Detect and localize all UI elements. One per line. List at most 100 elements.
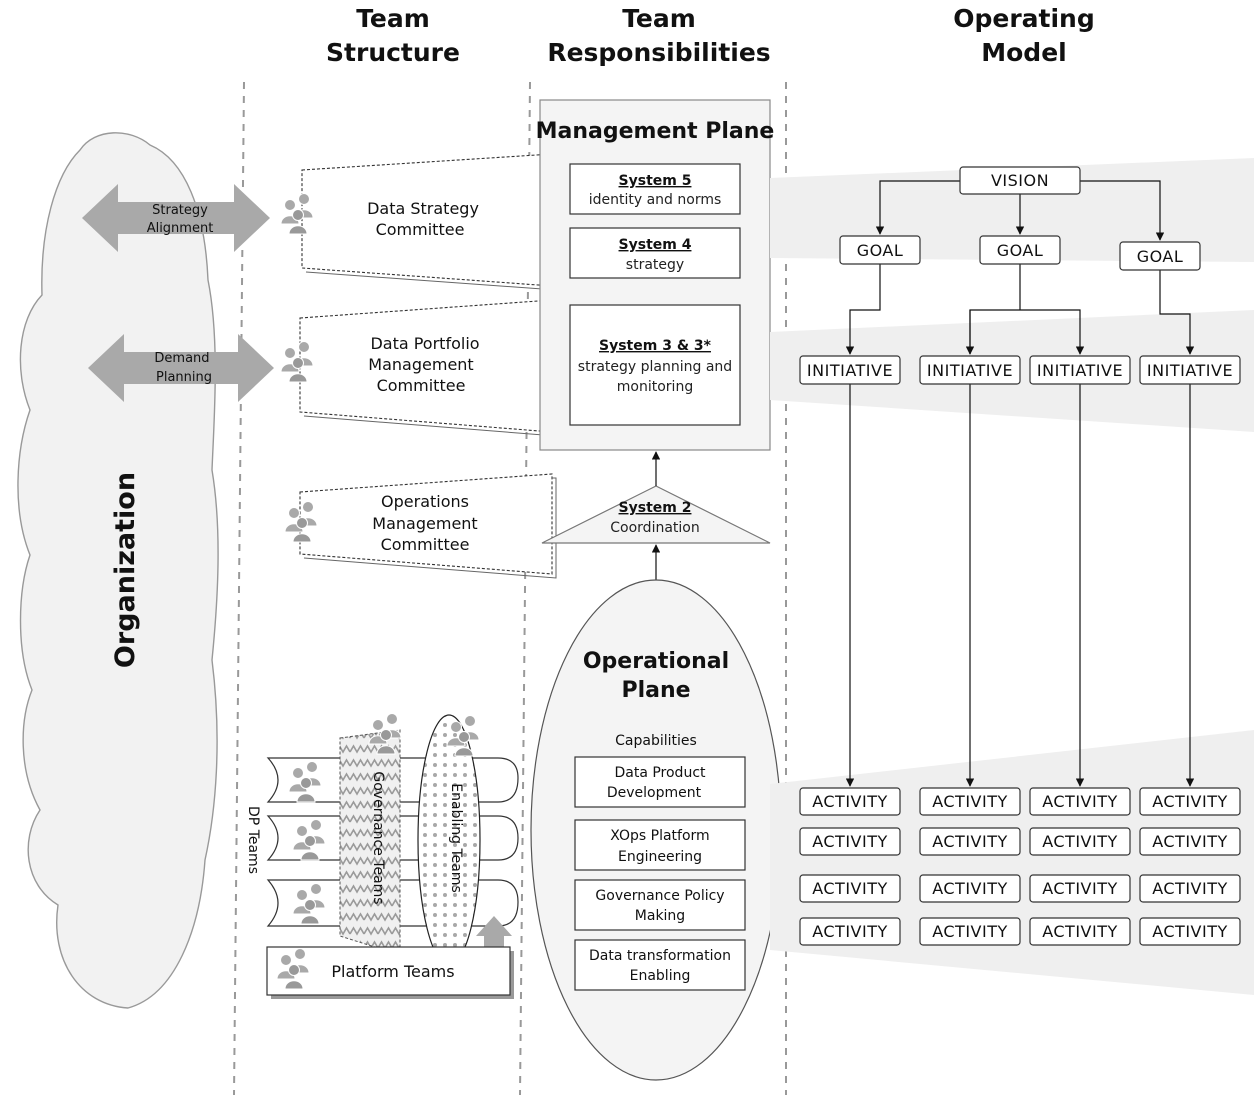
activity-label: ACTIVITY [812,879,888,898]
activity-box: ACTIVITY [1029,917,1131,946]
enabling-teams: Enabling Teams [417,714,481,966]
activity-box: ACTIVITY [1139,874,1241,903]
capability-line: Data transformation [589,948,731,964]
activity-box: ACTIVITY [1029,787,1131,816]
committee-label-line: Committee [377,376,466,395]
initiative-label: INITIATIVE [807,361,893,380]
committee-data-portfolio: Data Portfolio Management Committee [281,299,557,437]
activity-grid: ACTIVITY ACTIVITY ACTIVITY ACTIVITY ACTIVITY… [799,787,1241,946]
system-desc: identity and norms [589,192,722,208]
capability-line: Data Product [614,765,706,781]
header-line-2: Model [981,38,1066,67]
capability-box: Data transformation Enabling [574,939,746,991]
activity-label: ACTIVITY [1042,879,1118,898]
activity-box: ACTIVITY [1029,827,1131,856]
goal-label: GOAL [857,241,904,260]
system-3-box: System 3 & 3* strategy planning and moni… [569,304,741,426]
system-name: System 5 [619,173,692,189]
capability-line: Enabling [630,968,691,984]
committee-data-strategy: Data Strategy Committee [281,153,557,291]
activity-label: ACTIVITY [1042,922,1118,941]
vision-box: VISION [959,166,1081,195]
activity-box: ACTIVITY [799,827,901,856]
capability-box: Data Product Development [574,756,746,808]
header-operating-model: Operating Model [953,4,1095,67]
arrow-label-line: Planning [156,370,212,385]
header-line-2: Structure [326,38,460,67]
arrow-label-line: Strategy [152,203,208,218]
activity-label: ACTIVITY [932,792,1008,811]
system-4-box: System 4 strategy [569,227,741,279]
initiative-box: INITIATIVE [919,355,1021,385]
activity-label: ACTIVITY [1042,832,1118,851]
strategy-alignment-arrow: Strategy Alignment [82,184,270,252]
activity-box: ACTIVITY [1029,874,1131,903]
header-line-1: Team [622,4,696,33]
activity-label: ACTIVITY [932,922,1008,941]
system-name: System 2 [619,500,692,516]
system-name: System 4 [619,237,692,253]
activity-box: ACTIVITY [919,827,1021,856]
activity-box: ACTIVITY [919,917,1021,946]
activity-box: ACTIVITY [1139,827,1241,856]
goal-box: GOAL [1119,241,1201,271]
system-5-box: System 5 identity and norms [569,163,741,215]
dp-teams-label: DP Teams [245,806,261,874]
system-desc: monitoring [617,379,693,395]
initiative-label: INITIATIVE [1037,361,1123,380]
tree-connectors [845,180,1195,787]
initiative-box: INITIATIVE [799,355,901,385]
initiative-label: INITIATIVE [1147,361,1233,380]
activity-box: ACTIVITY [799,874,901,903]
organization-label: Organization [110,472,141,668]
goal-box: GOAL [979,235,1061,265]
system-desc: Coordination [610,520,699,536]
header-team-structure: Team Structure [326,4,460,67]
activity-box: ACTIVITY [919,874,1021,903]
committee-label-line: Data Strategy [367,199,479,218]
committee-label-line: Management [372,514,477,533]
governance-teams-label: Governance Teams [370,771,386,904]
activity-label: ACTIVITY [1152,792,1228,811]
committee-label-line: Operations [381,492,469,511]
activity-label: ACTIVITY [1152,832,1228,851]
capability-line: Making [635,908,685,924]
header-line-1: Operating [953,4,1095,33]
governance-teams: Governance Teams [339,714,401,956]
activity-label: ACTIVITY [812,792,888,811]
committee-label-line: Data Portfolio [370,334,479,353]
arrow-label-line: Alignment [147,221,214,236]
capabilities-label: Capabilities [615,733,697,749]
capability-line: Engineering [618,849,702,865]
committee-operations: Operations Management Committee [285,473,557,579]
enabling-teams-label: Enabling Teams [448,783,464,892]
capability-box: Governance Policy Making [574,879,746,931]
initiative-box: INITIATIVE [1139,355,1241,385]
initiative-box: INITIATIVE [1029,355,1131,385]
activity-box: ACTIVITY [799,787,901,816]
committee-label-line: Committee [376,220,465,239]
activity-label: ACTIVITY [812,832,888,851]
activity-label: ACTIVITY [932,832,1008,851]
management-plane-title: Management Plane [536,119,775,144]
activity-label: ACTIVITY [1152,922,1228,941]
demand-planning-arrow: Demand Planning [88,334,274,402]
committee-label-line: Management [368,355,473,374]
organization-cloud: Organization [17,132,219,1009]
activity-box: ACTIVITY [1139,917,1241,946]
system-desc: strategy [626,257,684,273]
vision-label: VISION [991,171,1049,190]
activity-label: ACTIVITY [932,879,1008,898]
goal-label: GOAL [1137,247,1184,266]
goal-label: GOAL [997,241,1044,260]
system-2-coordination: System 2 Coordination [541,485,771,544]
management-plane: Management Plane System 5 identity and n… [536,99,775,451]
header-line-2: Responsibilities [547,38,770,67]
band-operations [770,730,1254,995]
activity-box: ACTIVITY [919,787,1021,816]
initiative-label: INITIATIVE [927,361,1013,380]
platform-teams: Platform Teams [266,946,514,999]
column-separator [233,81,245,1096]
